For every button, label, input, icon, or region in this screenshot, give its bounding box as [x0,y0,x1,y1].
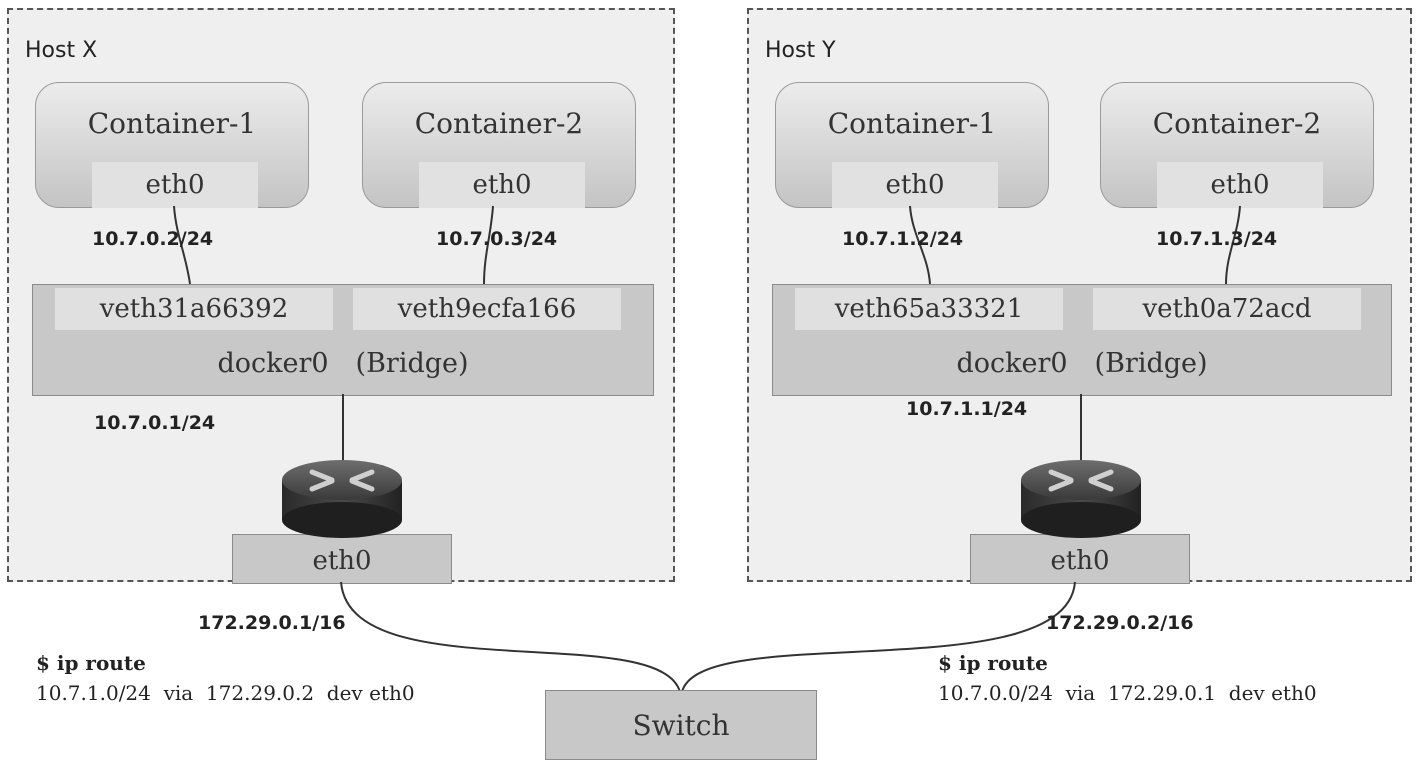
veth-interface: veth0a72acd [1093,288,1361,330]
bridge-ip-label: 10.7.0.1/24 [94,412,216,434]
host-x-eth0: eth0 [232,534,452,584]
veth-interface: veth65a33321 [795,288,1063,330]
container-ip-label: 10.7.1.2/24 [842,228,964,250]
container-name: Container-1 [827,107,997,140]
link-line [173,205,191,285]
route-entry: 10.7.0.0/24 via 172.29.0.1 dev eth0 [938,681,1317,705]
route-command: $ ip route [938,651,1048,675]
host-x-route-table: $ ip route 10.7.1.0/24 via 172.29.0.2 de… [36,648,415,708]
container-ip-label: 10.7.0.3/24 [436,228,558,250]
host-y: Host Y Container-1 eth0 Container-2 eth0… [747,8,1412,584]
container-eth0: eth0 [832,162,998,208]
link-line [340,581,681,693]
host-eth-ip-label: 172.29.0.2/16 [1046,612,1194,634]
host-x: Host X Container-1 eth0 Container-2 eth0… [7,8,675,584]
bridge-label: docker0 (Bridge) [217,348,469,379]
host-y-eth0: eth0 [970,534,1190,584]
host-x-container-2: Container-2 eth0 [362,82,636,208]
container-name: Container-1 [87,107,257,140]
host-y-title: Host Y [765,38,836,63]
bridge-ip-label: 10.7.1.1/24 [906,398,1028,420]
container-eth0: eth0 [1157,162,1323,208]
host-x-title: Host X [25,38,98,63]
bridge-label: docker0 (Bridge) [956,348,1208,379]
host-eth-ip-label: 172.29.0.1/16 [198,612,346,634]
link-line [1225,205,1241,285]
route-entry: 10.7.1.0/24 via 172.29.0.2 dev eth0 [36,681,415,705]
veth-interface: veth31a66392 [55,288,333,330]
host-y-route-table: $ ip route 10.7.0.0/24 via 172.29.0.1 de… [938,648,1317,708]
link-line [483,205,494,285]
link-line [681,581,1076,693]
host-y-container-2: Container-2 eth0 [1100,82,1374,208]
host-y-bridge: veth65a33321 veth0a72acd docker0 (Bridge… [772,284,1392,396]
container-ip-label: 10.7.0.2/24 [92,228,214,250]
container-ip-label: 10.7.1.3/24 [1156,228,1278,250]
route-command: $ ip route [36,651,146,675]
link-line [909,205,931,285]
container-eth0: eth0 [92,162,258,208]
container-name: Container-2 [1152,107,1322,140]
container-name: Container-2 [414,107,584,140]
veth-interface: veth9ecfa166 [353,288,621,330]
switch-box: Switch [545,690,817,760]
host-y-container-1: Container-1 eth0 [775,82,1049,208]
router-icon [282,460,402,538]
container-eth0: eth0 [419,162,585,208]
host-x-container-1: Container-1 eth0 [35,82,309,208]
router-icon [1021,460,1141,538]
